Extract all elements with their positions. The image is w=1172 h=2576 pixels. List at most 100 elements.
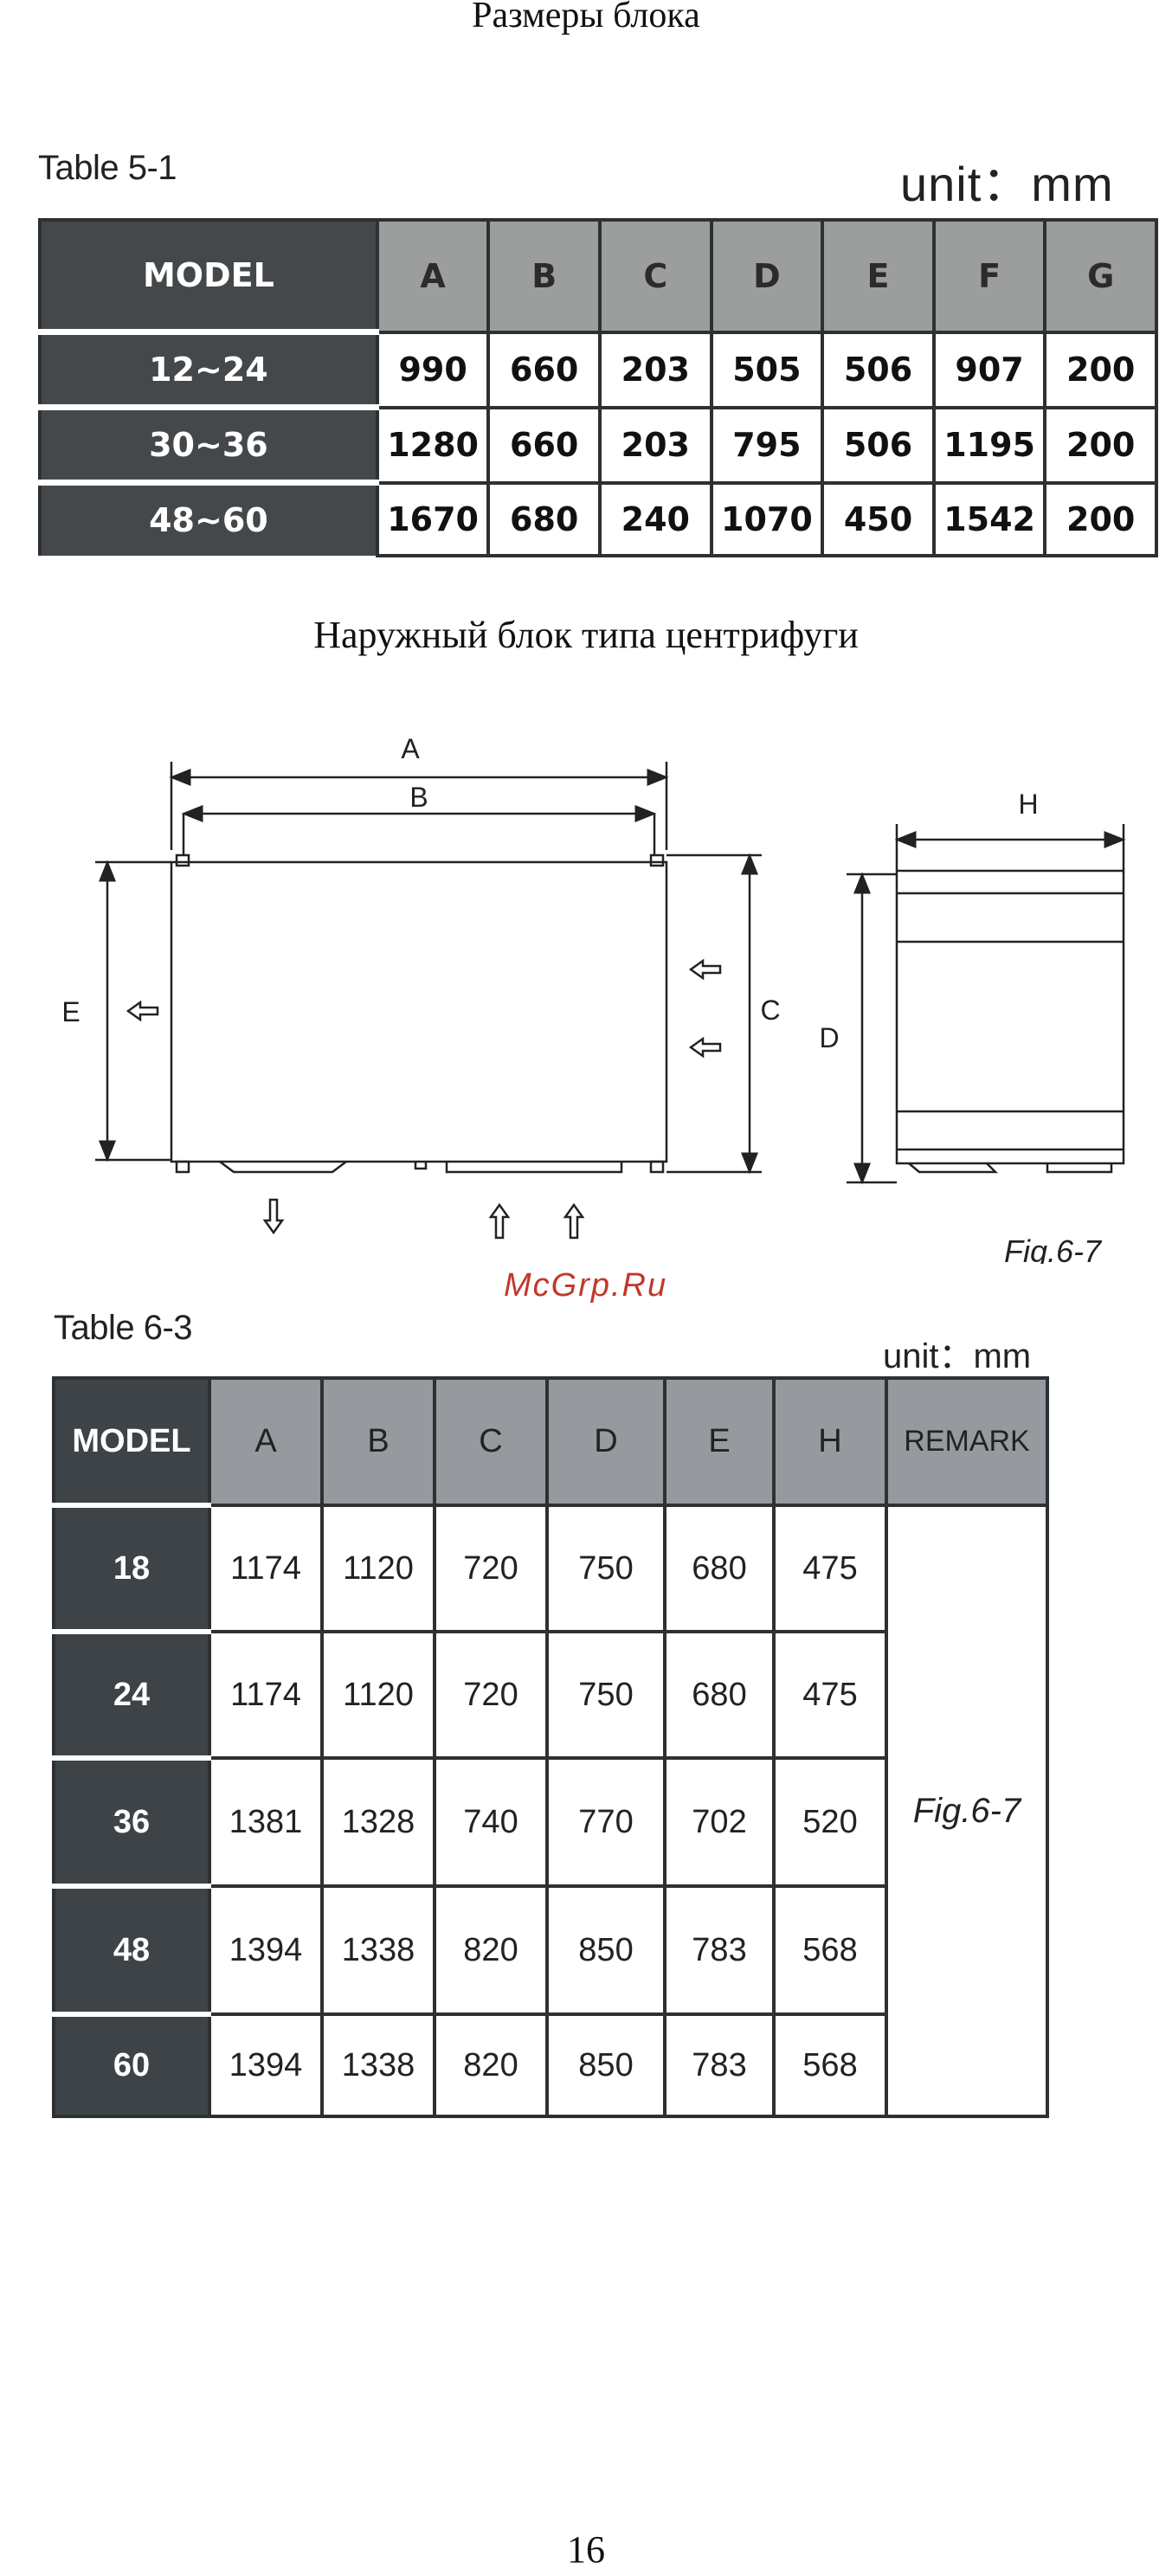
- value-cell: 680: [663, 1504, 776, 1633]
- value-cell: 475: [772, 1504, 888, 1633]
- table-6-3: MODEL A B C D E H REMARK 18 1174 1120 72…: [52, 1376, 1049, 2118]
- front-view-body: [170, 860, 668, 1163]
- airflow-in-lower-icon: [688, 1036, 722, 1059]
- value-cell: 750: [545, 1504, 666, 1633]
- value-cell: 750: [545, 1630, 666, 1760]
- value-cell: 850: [545, 2012, 666, 2118]
- table-6-3-unit: unit：mm: [883, 1337, 1032, 1375]
- value-cell: 1542: [931, 480, 1047, 557]
- page-number: 16: [567, 2528, 605, 2571]
- value-cell: 680: [663, 1630, 776, 1760]
- airflow-up-right-icon: [563, 1202, 585, 1240]
- header-model: MODEL: [38, 218, 379, 334]
- value-cell: 200: [1043, 405, 1158, 485]
- value-cell: 200: [1043, 480, 1158, 557]
- value-cell: 1174: [208, 1630, 324, 1760]
- value-cell: 1328: [320, 1756, 436, 1888]
- value-cell: 1195: [931, 405, 1047, 485]
- model-cell: 36: [52, 1755, 211, 1888]
- value-cell: 568: [772, 1884, 888, 2016]
- header-e: E: [821, 218, 936, 334]
- table-row: 30~36 1280 660 203 795 506 1195 200: [38, 404, 1158, 485]
- airflow-arrows: [126, 958, 722, 1240]
- table-row: 48~60 1670 680 240 1070 450 1542 200: [38, 480, 1158, 557]
- value-cell: 1174: [208, 1504, 324, 1633]
- value-cell: 660: [486, 330, 602, 409]
- value-cell: 1381: [208, 1756, 324, 1888]
- airflow-down-icon: [262, 1198, 285, 1235]
- value-cell: 1120: [320, 1630, 436, 1760]
- header-d: D: [545, 1376, 666, 1507]
- section-subtitle: Наружный блок типа центрифуги: [313, 614, 859, 656]
- value-cell: 203: [598, 330, 713, 409]
- model-cell: 18: [52, 1503, 211, 1633]
- value-cell: 740: [433, 1756, 549, 1888]
- side-view-body: [895, 869, 1125, 1165]
- value-cell: 770: [545, 1756, 666, 1888]
- value-cell: 990: [375, 330, 491, 409]
- airflow-up-left-icon: [488, 1202, 511, 1240]
- header-f: F: [931, 218, 1047, 334]
- value-cell: 850: [545, 1884, 666, 2016]
- dim-label-d: D: [819, 1022, 839, 1053]
- value-cell: 1394: [208, 1884, 324, 2016]
- header-h: H: [772, 1376, 888, 1507]
- figure-caption: Fig.6-7: [1004, 1233, 1103, 1264]
- value-cell: 720: [433, 1504, 549, 1633]
- airflow-in-upper-icon: [688, 958, 722, 981]
- watermark: McGrp.Ru: [504, 1267, 668, 1304]
- remark-cell: Fig.6-7: [885, 1504, 1049, 2118]
- value-cell: 1394: [208, 2012, 324, 2118]
- value-cell: 680: [486, 480, 602, 557]
- airflow-left-icon: [126, 1000, 159, 1022]
- table-row: 48 1394 1338 820 850 783 568: [52, 1884, 1047, 2016]
- dim-label-e: E: [61, 996, 80, 1027]
- table-header-row: MODEL A B C D E F G: [38, 218, 1158, 334]
- dim-label-c: C: [760, 995, 780, 1026]
- value-cell: 795: [709, 405, 825, 485]
- value-cell: 1120: [320, 1504, 436, 1633]
- table-5-1: MODEL A B C D E F G 12~24 990 660 203 50…: [38, 218, 1158, 557]
- value-cell: 200: [1043, 330, 1158, 409]
- header-a: A: [208, 1376, 324, 1507]
- value-cell: 783: [663, 2012, 776, 2118]
- value-cell: 203: [598, 405, 713, 485]
- table-row: 12~24 990 660 203 505 506 907 200: [38, 329, 1158, 409]
- outdoor-unit-dimension-diagram: A B E C D H Fig.6-7: [61, 733, 1126, 1264]
- value-cell: 240: [598, 480, 713, 557]
- value-cell: 505: [709, 330, 825, 409]
- model-cell: 48: [52, 1884, 211, 2016]
- header-b: B: [320, 1376, 436, 1507]
- value-cell: 820: [433, 1884, 549, 2016]
- header-d: D: [709, 218, 825, 334]
- table-6-3-caption: Table 6-3: [54, 1309, 193, 1347]
- value-cell: 783: [663, 1884, 776, 2016]
- model-cell: 30~36: [38, 404, 379, 483]
- model-cell: 24: [52, 1629, 211, 1760]
- table-row: 18 1174 1120 720 750 680 475 Fig.6-7: [52, 1503, 1049, 2118]
- model-cell: 12~24: [38, 329, 379, 408]
- model-cell: 48~60: [38, 480, 379, 556]
- dim-label-a: A: [401, 733, 420, 764]
- header-model: MODEL: [52, 1376, 211, 1507]
- value-cell: 907: [931, 330, 1047, 409]
- dim-label-b: B: [409, 782, 428, 813]
- value-cell: 475: [772, 1630, 888, 1760]
- page-title: Размеры блока: [472, 0, 700, 35]
- value-cell: 450: [821, 480, 936, 557]
- table-row: 36 1381 1328 740 770 702 520: [52, 1755, 1047, 1888]
- header-b: B: [486, 218, 602, 334]
- value-cell: 520: [772, 1756, 888, 1888]
- value-cell: 1070: [709, 480, 825, 557]
- table-5-1-caption: Table 5-1: [38, 149, 177, 187]
- value-cell: 506: [821, 405, 936, 485]
- header-c: C: [433, 1376, 549, 1507]
- value-cell: 506: [821, 330, 936, 409]
- value-cell: 702: [663, 1756, 776, 1888]
- table-header-row: MODEL A B C D E H REMARK: [52, 1376, 1049, 1507]
- value-cell: 660: [486, 405, 602, 485]
- value-cell: 1280: [375, 405, 491, 485]
- header-c: C: [598, 218, 713, 334]
- value-cell: 568: [772, 2012, 888, 2118]
- table-row: 24 1174 1120 720 750 680 475: [52, 1629, 1047, 1760]
